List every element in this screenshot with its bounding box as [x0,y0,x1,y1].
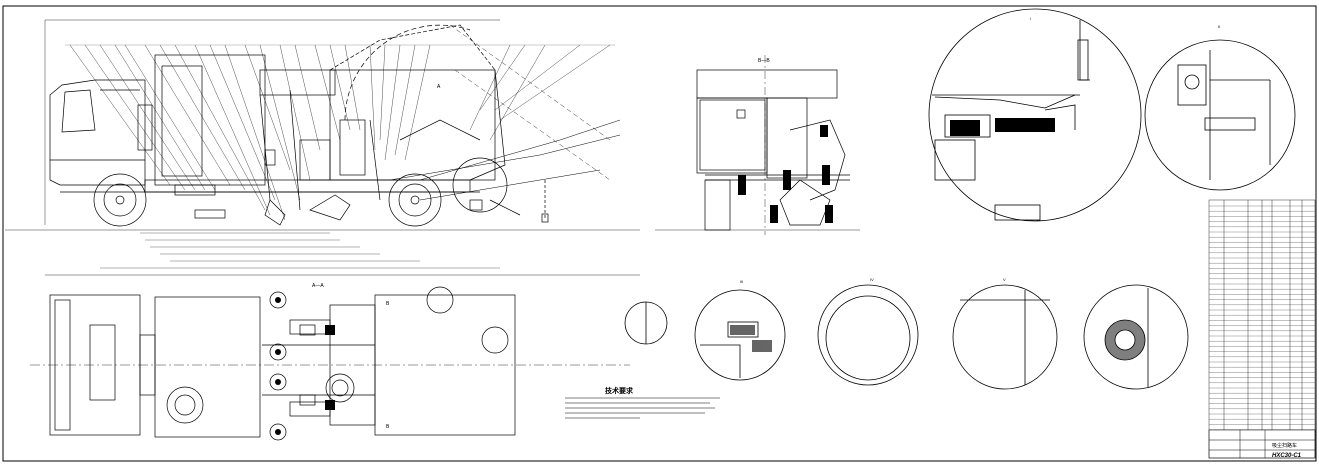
leader-lines-side [65,44,615,221]
detail-callout-2: II [1218,24,1220,29]
view-marker-b1: B [386,301,390,307]
drawing-title: 吸尘扫路车 [1272,442,1297,449]
view-marker-a: A [437,84,441,90]
section-aa-label: A—A [312,283,324,289]
title-block [1208,429,1316,459]
detail-callout-5: V [1003,277,1006,282]
bom-table-rows [1209,205,1315,430]
truck-plan-view [30,286,630,441]
section-bb-label: B—B [758,58,770,64]
detail-circle-small [624,284,1189,390]
view-marker-b2: B [386,424,390,430]
detail-circle-large-1 [928,8,1142,222]
detail-spring [950,118,1055,136]
detail-circle-large-2 [1144,39,1296,191]
detail-callout-1: I [1030,16,1031,21]
detail-callout-3: III [740,279,743,284]
technical-notes-title: 技术要求 [605,386,634,395]
section-bb-brushes [738,125,833,223]
drawing-code: HXC30-C1 [1272,453,1302,459]
sheet-border [2,5,1317,462]
plan-view-dark-parts [275,297,335,435]
truck-side-view [5,19,640,276]
detail-callout-4: IV [870,277,874,282]
detail-sealing-fill [730,325,772,352]
technical-notes-lines [565,397,720,419]
detail-ring-fill [1105,320,1145,360]
